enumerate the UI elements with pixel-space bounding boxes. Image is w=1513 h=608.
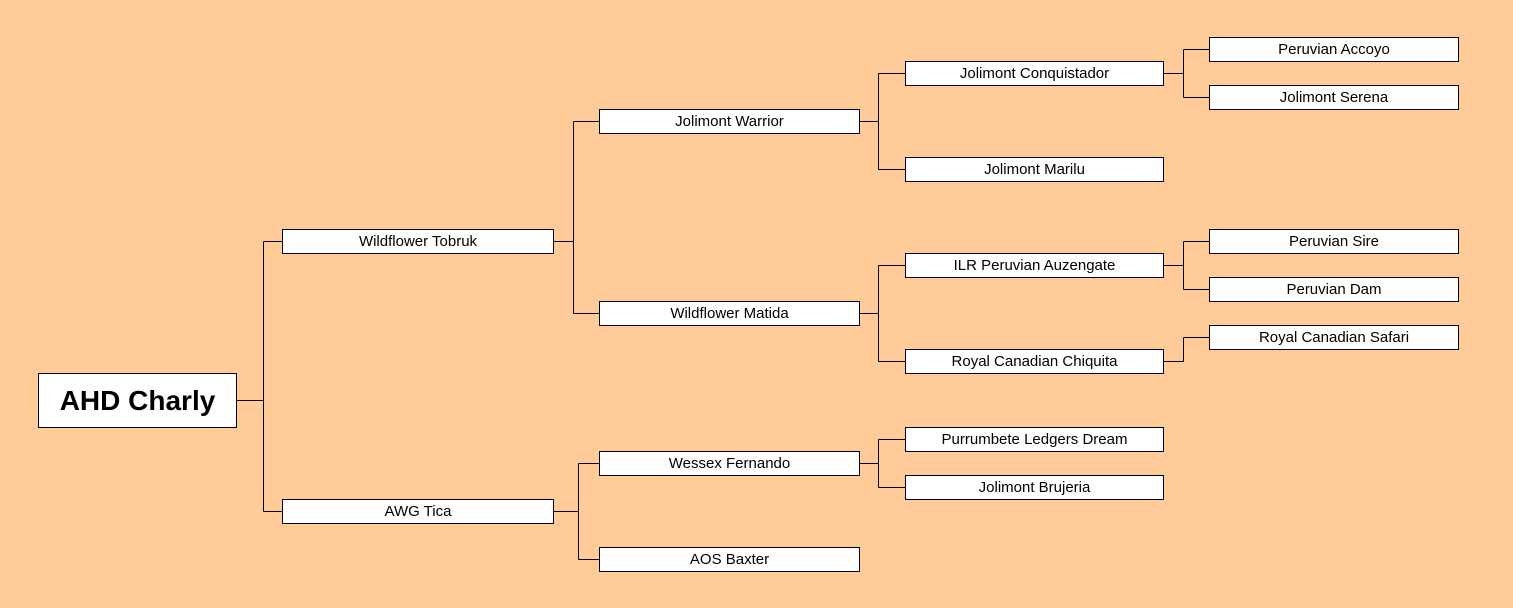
root-animal: AHD Charly (38, 373, 237, 428)
sire: Wildflower Tobruk (282, 229, 554, 254)
maternal-granddam: AOS Baxter (599, 547, 860, 572)
gg-grandsire-3: Royal Canadian Safari (1209, 325, 1459, 350)
gg-grandsire-1: Peruvian Accoyo (1209, 37, 1459, 62)
paternal-grandsire: Jolimont Warrior (599, 109, 860, 134)
great-granddam-1: Jolimont Marilu (905, 157, 1164, 182)
great-grandsire-1: Jolimont Conquistador (905, 61, 1164, 86)
maternal-grandsire: Wessex Fernando (599, 451, 860, 476)
dam: AWG Tica (282, 499, 554, 524)
great-grandsire-2: ILR Peruvian Auzengate (905, 253, 1164, 278)
gg-granddam-2: Peruvian Dam (1209, 277, 1459, 302)
great-granddam-2: Royal Canadian Chiquita (905, 349, 1164, 374)
great-granddam-3: Jolimont Brujeria (905, 475, 1164, 500)
gg-granddam-1: Jolimont Serena (1209, 85, 1459, 110)
great-grandsire-3: Purrumbete Ledgers Dream (905, 427, 1164, 452)
gg-grandsire-2: Peruvian Sire (1209, 229, 1459, 254)
paternal-granddam: Wildflower Matida (599, 301, 860, 326)
